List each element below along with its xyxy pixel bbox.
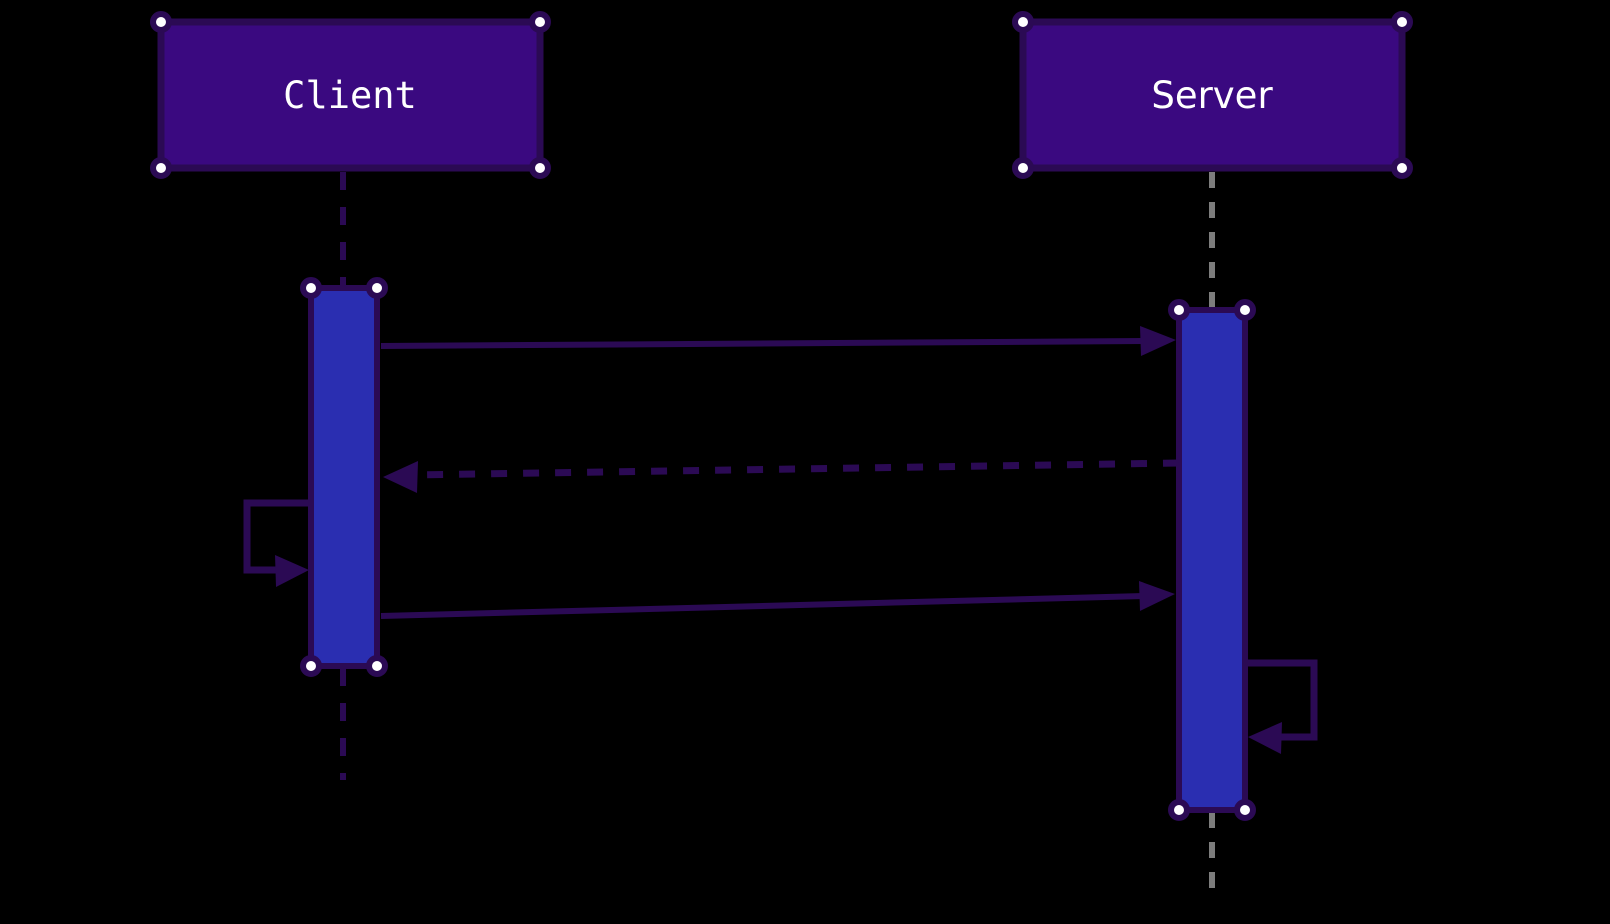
selection-handle[interactable] <box>366 277 388 299</box>
arrowhead-right-icon <box>275 555 309 587</box>
arrowhead-left-icon <box>1248 722 1282 754</box>
message-4-solid-client-to-server[interactable] <box>380 581 1175 619</box>
selection-handle[interactable] <box>529 11 551 33</box>
selection-handle[interactable] <box>1391 157 1413 179</box>
server-actor-label: Server <box>1151 74 1273 117</box>
server-activation-bar[interactable] <box>1176 307 1248 813</box>
selection-handle[interactable] <box>1168 799 1190 821</box>
selection-handle[interactable] <box>1234 799 1256 821</box>
arrowhead-left-icon <box>383 461 418 493</box>
selection-handle[interactable] <box>1168 299 1190 321</box>
selection-handle[interactable] <box>150 11 172 33</box>
client-activation-bar[interactable] <box>308 285 380 669</box>
arrowhead-right-icon <box>1140 326 1176 356</box>
message-1-solid-client-to-server[interactable] <box>380 326 1176 356</box>
selection-handle[interactable] <box>150 157 172 179</box>
message-2-dashed-server-to-client[interactable] <box>383 459 1180 493</box>
selection-handle[interactable] <box>529 157 551 179</box>
selection-handle[interactable] <box>300 277 322 299</box>
server-actor-box[interactable] <box>1019 18 1406 172</box>
selection-handle[interactable] <box>300 655 322 677</box>
selection-handle[interactable] <box>1012 157 1034 179</box>
client-actor-label: Client <box>283 74 417 117</box>
message-5-server-self-loop[interactable] <box>1246 659 1318 754</box>
selection-handle[interactable] <box>366 655 388 677</box>
selection-handle[interactable] <box>1234 299 1256 321</box>
message-3-client-self-loop[interactable] <box>243 499 311 587</box>
selection-handle[interactable] <box>1391 11 1413 33</box>
client-actor-box[interactable] <box>157 18 544 172</box>
selection-handle[interactable] <box>1012 11 1034 33</box>
